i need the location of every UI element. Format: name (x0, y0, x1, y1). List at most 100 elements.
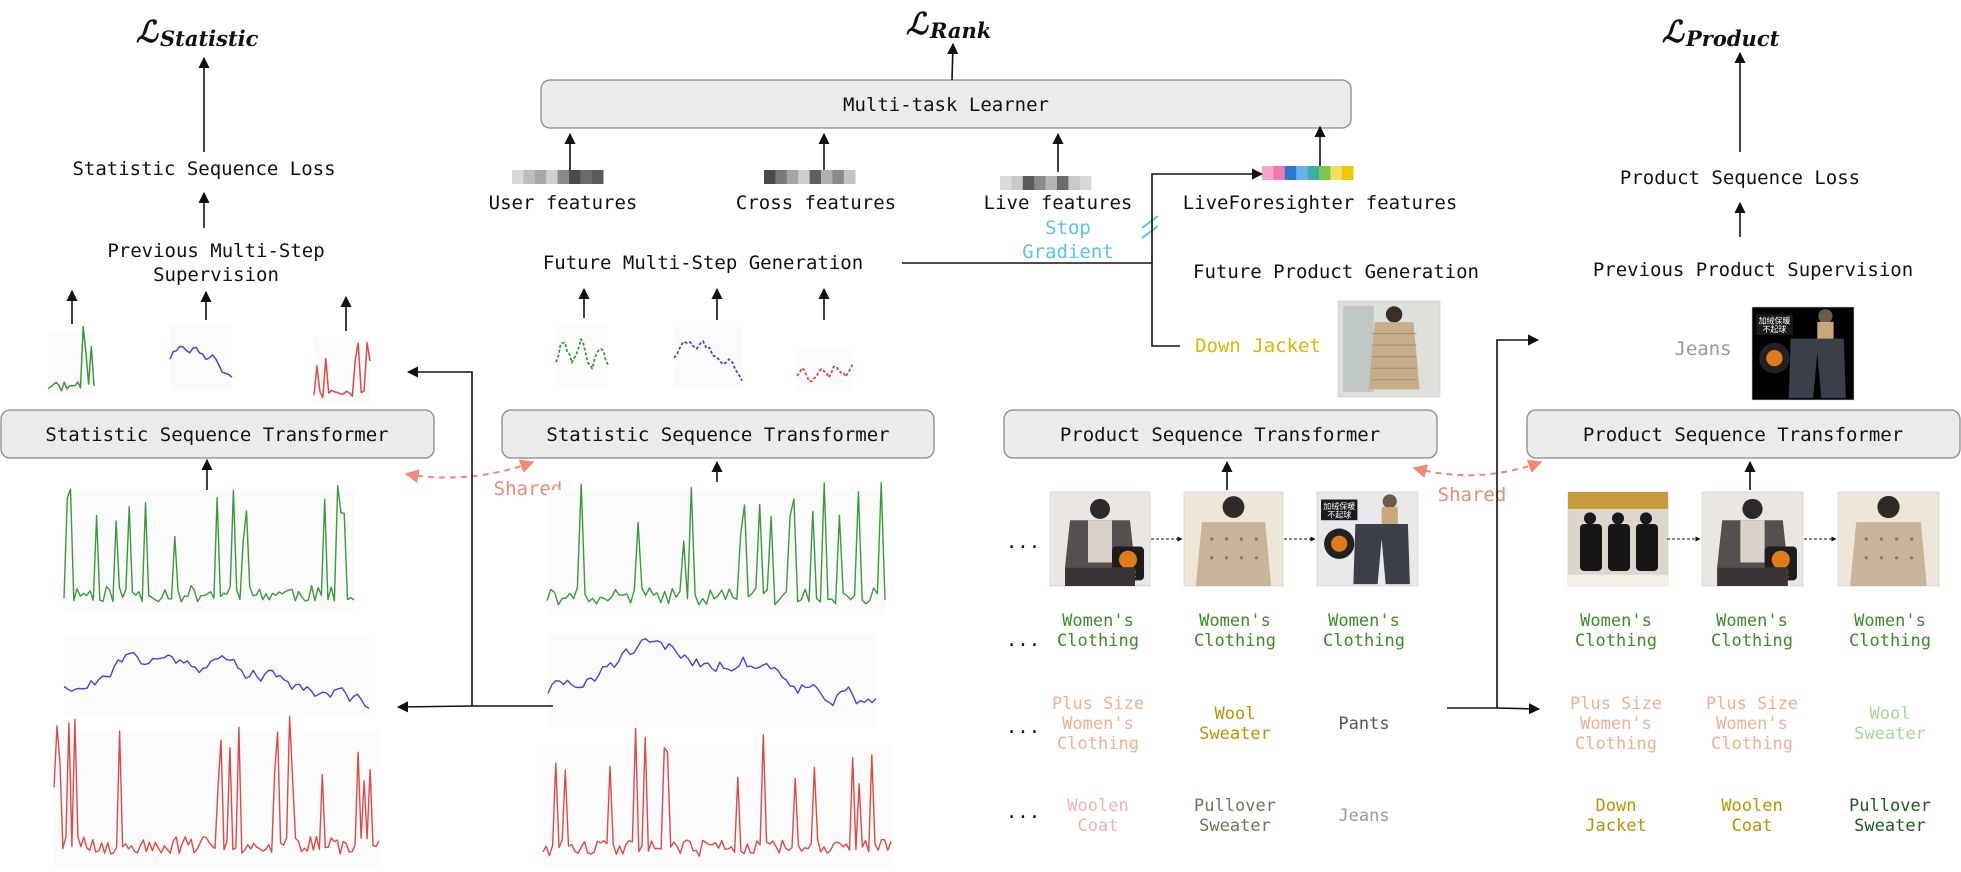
series-line (53, 715, 380, 855)
thumb-dot (1864, 556, 1868, 560)
feature-cell (546, 170, 558, 184)
live-features-bar (1000, 176, 1092, 190)
future-blue-mini-chart (673, 327, 743, 387)
category-label: Women's (1580, 611, 1652, 631)
previous-product-supervision-label: Previous Product Supervision (1593, 259, 1913, 281)
category-label: Plus Size (1052, 694, 1144, 714)
series-background (547, 490, 885, 615)
feature-cell (512, 170, 524, 184)
series-background (64, 637, 369, 715)
thumb-dot (1864, 537, 1868, 541)
feature-cell (821, 170, 833, 184)
product-split-arrow-to-supervision (1447, 334, 1540, 709)
thumb-flame (1771, 550, 1790, 569)
product-transformer-left-label: Product Sequence Transformer (1060, 424, 1380, 446)
thumb-flame (1119, 550, 1137, 569)
category-label: Wool (1215, 704, 1256, 724)
right-product-image-sweater (1837, 491, 1940, 587)
thumb-head (1742, 498, 1763, 520)
feature-cell (1034, 176, 1046, 190)
category-label: Clothing (1849, 631, 1931, 651)
category-label: Women's (1854, 611, 1926, 631)
series-line (63, 651, 370, 709)
statistic-transformer-right-box: Statistic Sequence Transformer (501, 409, 935, 459)
previous-multi-step-line1: Previous Multi-Step (107, 240, 324, 262)
category-label: Clothing (1194, 631, 1276, 651)
previous-multi-step-line2: Supervision (153, 264, 279, 286)
rank-loss: ℒ Rank (906, 7, 991, 43)
feature-cell (1057, 176, 1069, 190)
thumb-head (1090, 498, 1110, 519)
product-loss-symbol: ℒ (1662, 15, 1685, 50)
series-line (47, 326, 95, 392)
right-category-grid: Women'sClothingWomen'sClothingWomen'sClo… (1570, 611, 1931, 836)
feature-cell (798, 170, 810, 184)
left-blue-series-chart (63, 637, 370, 715)
statistic-loss: ℒ Statistic (136, 15, 259, 51)
thumb-dot (1239, 556, 1244, 560)
jeans-supervision-label: Jeans (1674, 338, 1731, 360)
left-level1-ellipsis: ... (1006, 629, 1040, 651)
thumb-label-text-top: 加绒保暖 (1758, 316, 1790, 326)
category-label: Clothing (1575, 631, 1657, 651)
product-loss: ℒ Product (1662, 15, 1780, 51)
category-label: Down (1596, 796, 1637, 816)
thumb-sweater (1195, 522, 1272, 586)
category-label: Women's (1062, 714, 1134, 734)
thumb-label-text-top: 加绒保暖 (1323, 501, 1355, 511)
thumb-dot (1224, 556, 1229, 560)
category-label: Sweater (1854, 724, 1926, 744)
feature-cell (1330, 166, 1343, 180)
user-features-bar (512, 170, 604, 184)
thumb-dot (1879, 537, 1884, 541)
cross-features-label: Cross features (736, 192, 896, 214)
category-label: Women's (1062, 611, 1134, 631)
series-line (169, 345, 233, 378)
thumb-head (1222, 496, 1245, 518)
thumb-head (1640, 512, 1652, 525)
left-product-image-sweater (1183, 491, 1284, 587)
stop-gradient-line1: Stop (1045, 217, 1091, 239)
feature-cell (1045, 176, 1058, 190)
left-image-ellipsis: ... (1006, 531, 1040, 553)
product-transformer-left-box: Product Sequence Transformer (1003, 409, 1438, 459)
category-label: Clothing (1575, 734, 1657, 754)
thumb-dot (1894, 556, 1899, 560)
stop-gradient-mark-1 (1141, 215, 1159, 229)
thumb-top (1817, 321, 1834, 341)
category-label: Clothing (1323, 631, 1405, 651)
statistic-transformer-left-label: Statistic Sequence Transformer (45, 424, 388, 446)
feature-cell (580, 170, 593, 184)
thumb-flame (1766, 349, 1783, 367)
thumb-dot (1254, 537, 1258, 541)
series-line (555, 338, 609, 370)
thumb-head (1385, 306, 1403, 323)
thumb-head (1877, 495, 1900, 519)
category-label: Clothing (1057, 734, 1139, 754)
shared-left-label: Shared (494, 478, 563, 500)
left-level3-ellipsis: ... (1006, 801, 1040, 823)
feature-cell (1262, 166, 1274, 180)
thumb-sweater (1850, 522, 1927, 586)
stop-gradient-mark-2 (1141, 225, 1159, 239)
left-category-grid: Women'sClothingWomen'sClothingWomen'sClo… (1052, 611, 1405, 836)
thumb-skirt (1717, 567, 1788, 586)
category-label: Woolen (1721, 796, 1782, 816)
category-label: Pullover (1194, 796, 1276, 816)
feature-cell (1284, 166, 1297, 180)
feature-cell (843, 170, 856, 184)
category-label: Plus Size (1570, 694, 1662, 714)
thumb-dot (1224, 537, 1229, 541)
series-line (673, 340, 743, 382)
feature-cell (557, 170, 570, 184)
feature-cell (569, 170, 581, 184)
center-red-series-chart (542, 727, 892, 866)
category-label: Women's (1580, 714, 1652, 734)
thumb-shirt (1088, 520, 1112, 563)
shared-right-label: Shared (1438, 484, 1507, 506)
rank-loss-arrow (947, 42, 959, 81)
feature-cell (1341, 166, 1354, 180)
previous-red-mini-chart (313, 337, 371, 403)
series-background (674, 327, 742, 387)
